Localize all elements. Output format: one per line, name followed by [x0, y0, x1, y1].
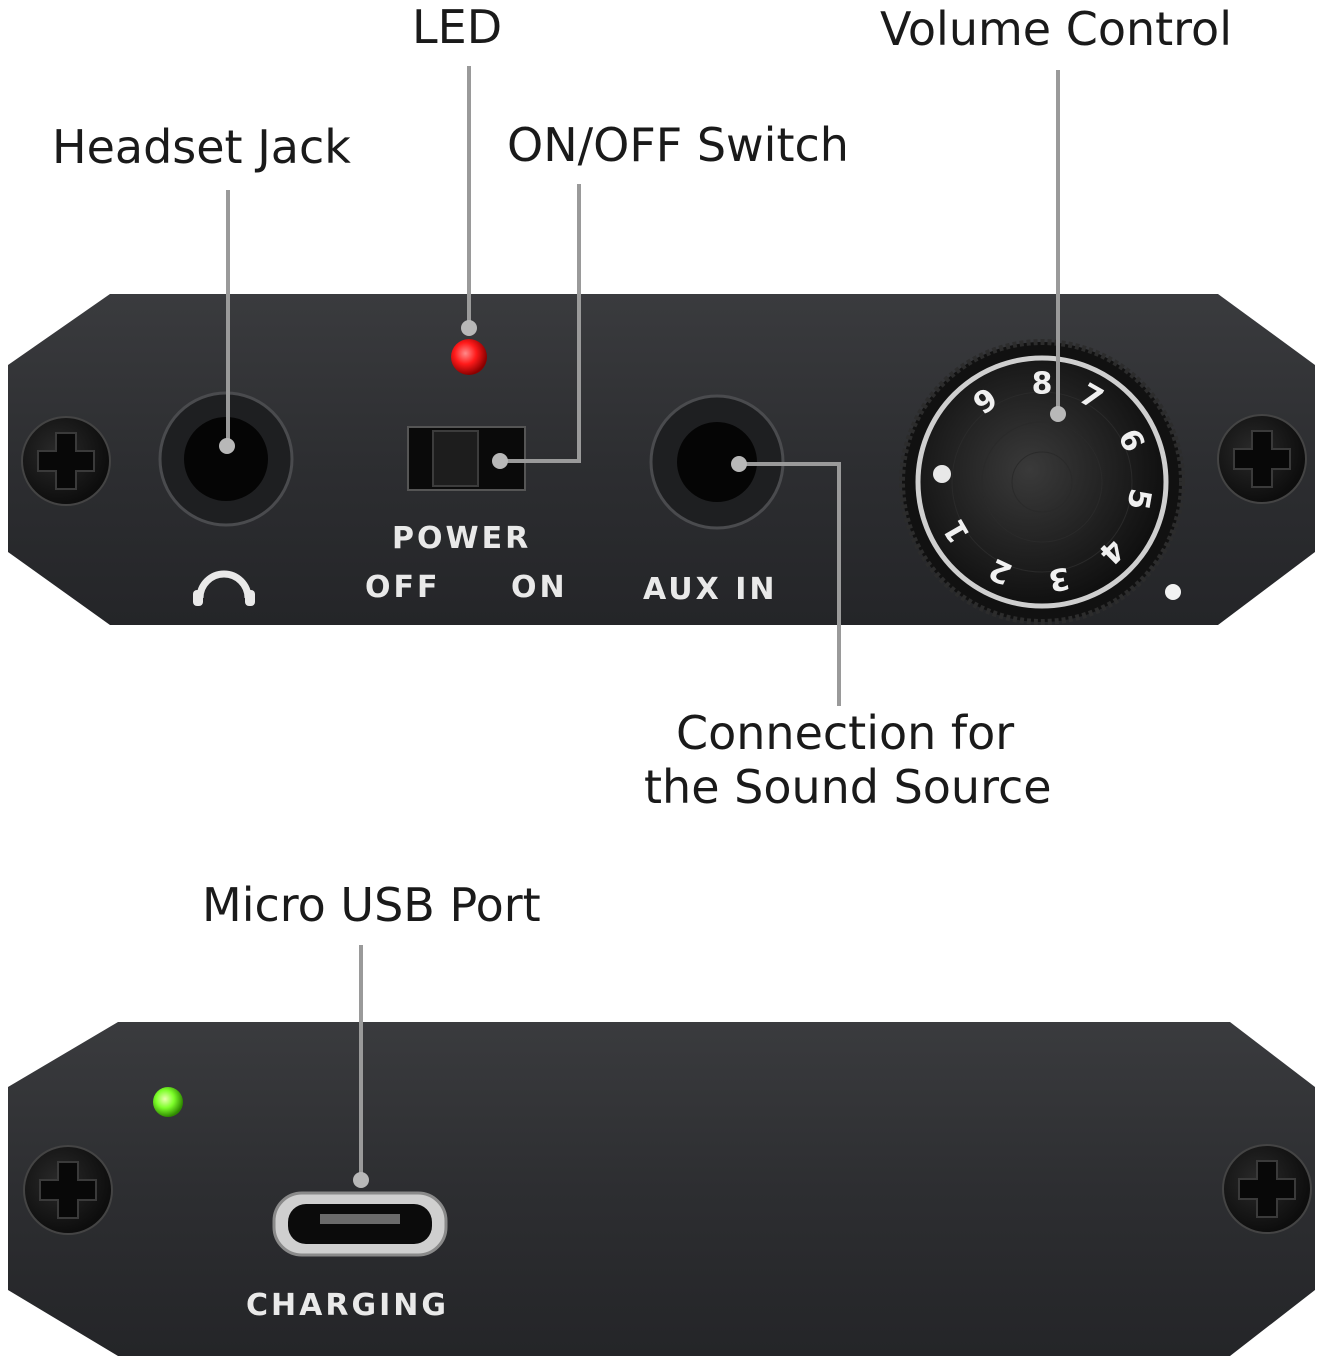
screw-icon: [1222, 1144, 1312, 1234]
aux-in-jack[interactable]: [649, 394, 785, 530]
power-switch[interactable]: [407, 426, 526, 491]
sound-source-callout-line2: the Sound Source: [644, 760, 1052, 814]
screw-icon: [23, 1145, 113, 1235]
on-off-switch-callout: ON/OFF Switch: [507, 118, 849, 172]
sound-source-callout-line1: Connection for: [676, 706, 1015, 760]
on-label: ON: [511, 570, 568, 605]
leader-dots: [219, 320, 1066, 472]
leader-lines: [353, 945, 369, 1188]
micro-usb-port-callout: Micro USB Port: [202, 878, 541, 932]
aux-in-label: AUX IN: [643, 572, 778, 607]
power-label: POWER: [392, 521, 532, 556]
screw-icon: [1217, 414, 1307, 504]
micro-usb-port[interactable]: [272, 1191, 448, 1257]
off-label: OFF: [365, 570, 441, 605]
headphones-icon: [193, 570, 255, 606]
screw-icon: [21, 416, 111, 506]
knob-number-8: 8: [1032, 367, 1053, 402]
headset-jack-callout: Headset Jack: [52, 120, 351, 174]
power-led: [451, 339, 487, 375]
volume-knob[interactable]: [899, 339, 1185, 625]
volume-control-callout: Volume Control: [880, 2, 1232, 56]
charging-led: [153, 1087, 183, 1117]
volume-indicator-dot: [1165, 584, 1181, 600]
leader-lines: [226, 66, 1060, 706]
back-panel: [8, 1022, 1315, 1356]
led-callout: LED: [412, 0, 503, 54]
charging-label: CHARGING: [246, 1288, 449, 1323]
